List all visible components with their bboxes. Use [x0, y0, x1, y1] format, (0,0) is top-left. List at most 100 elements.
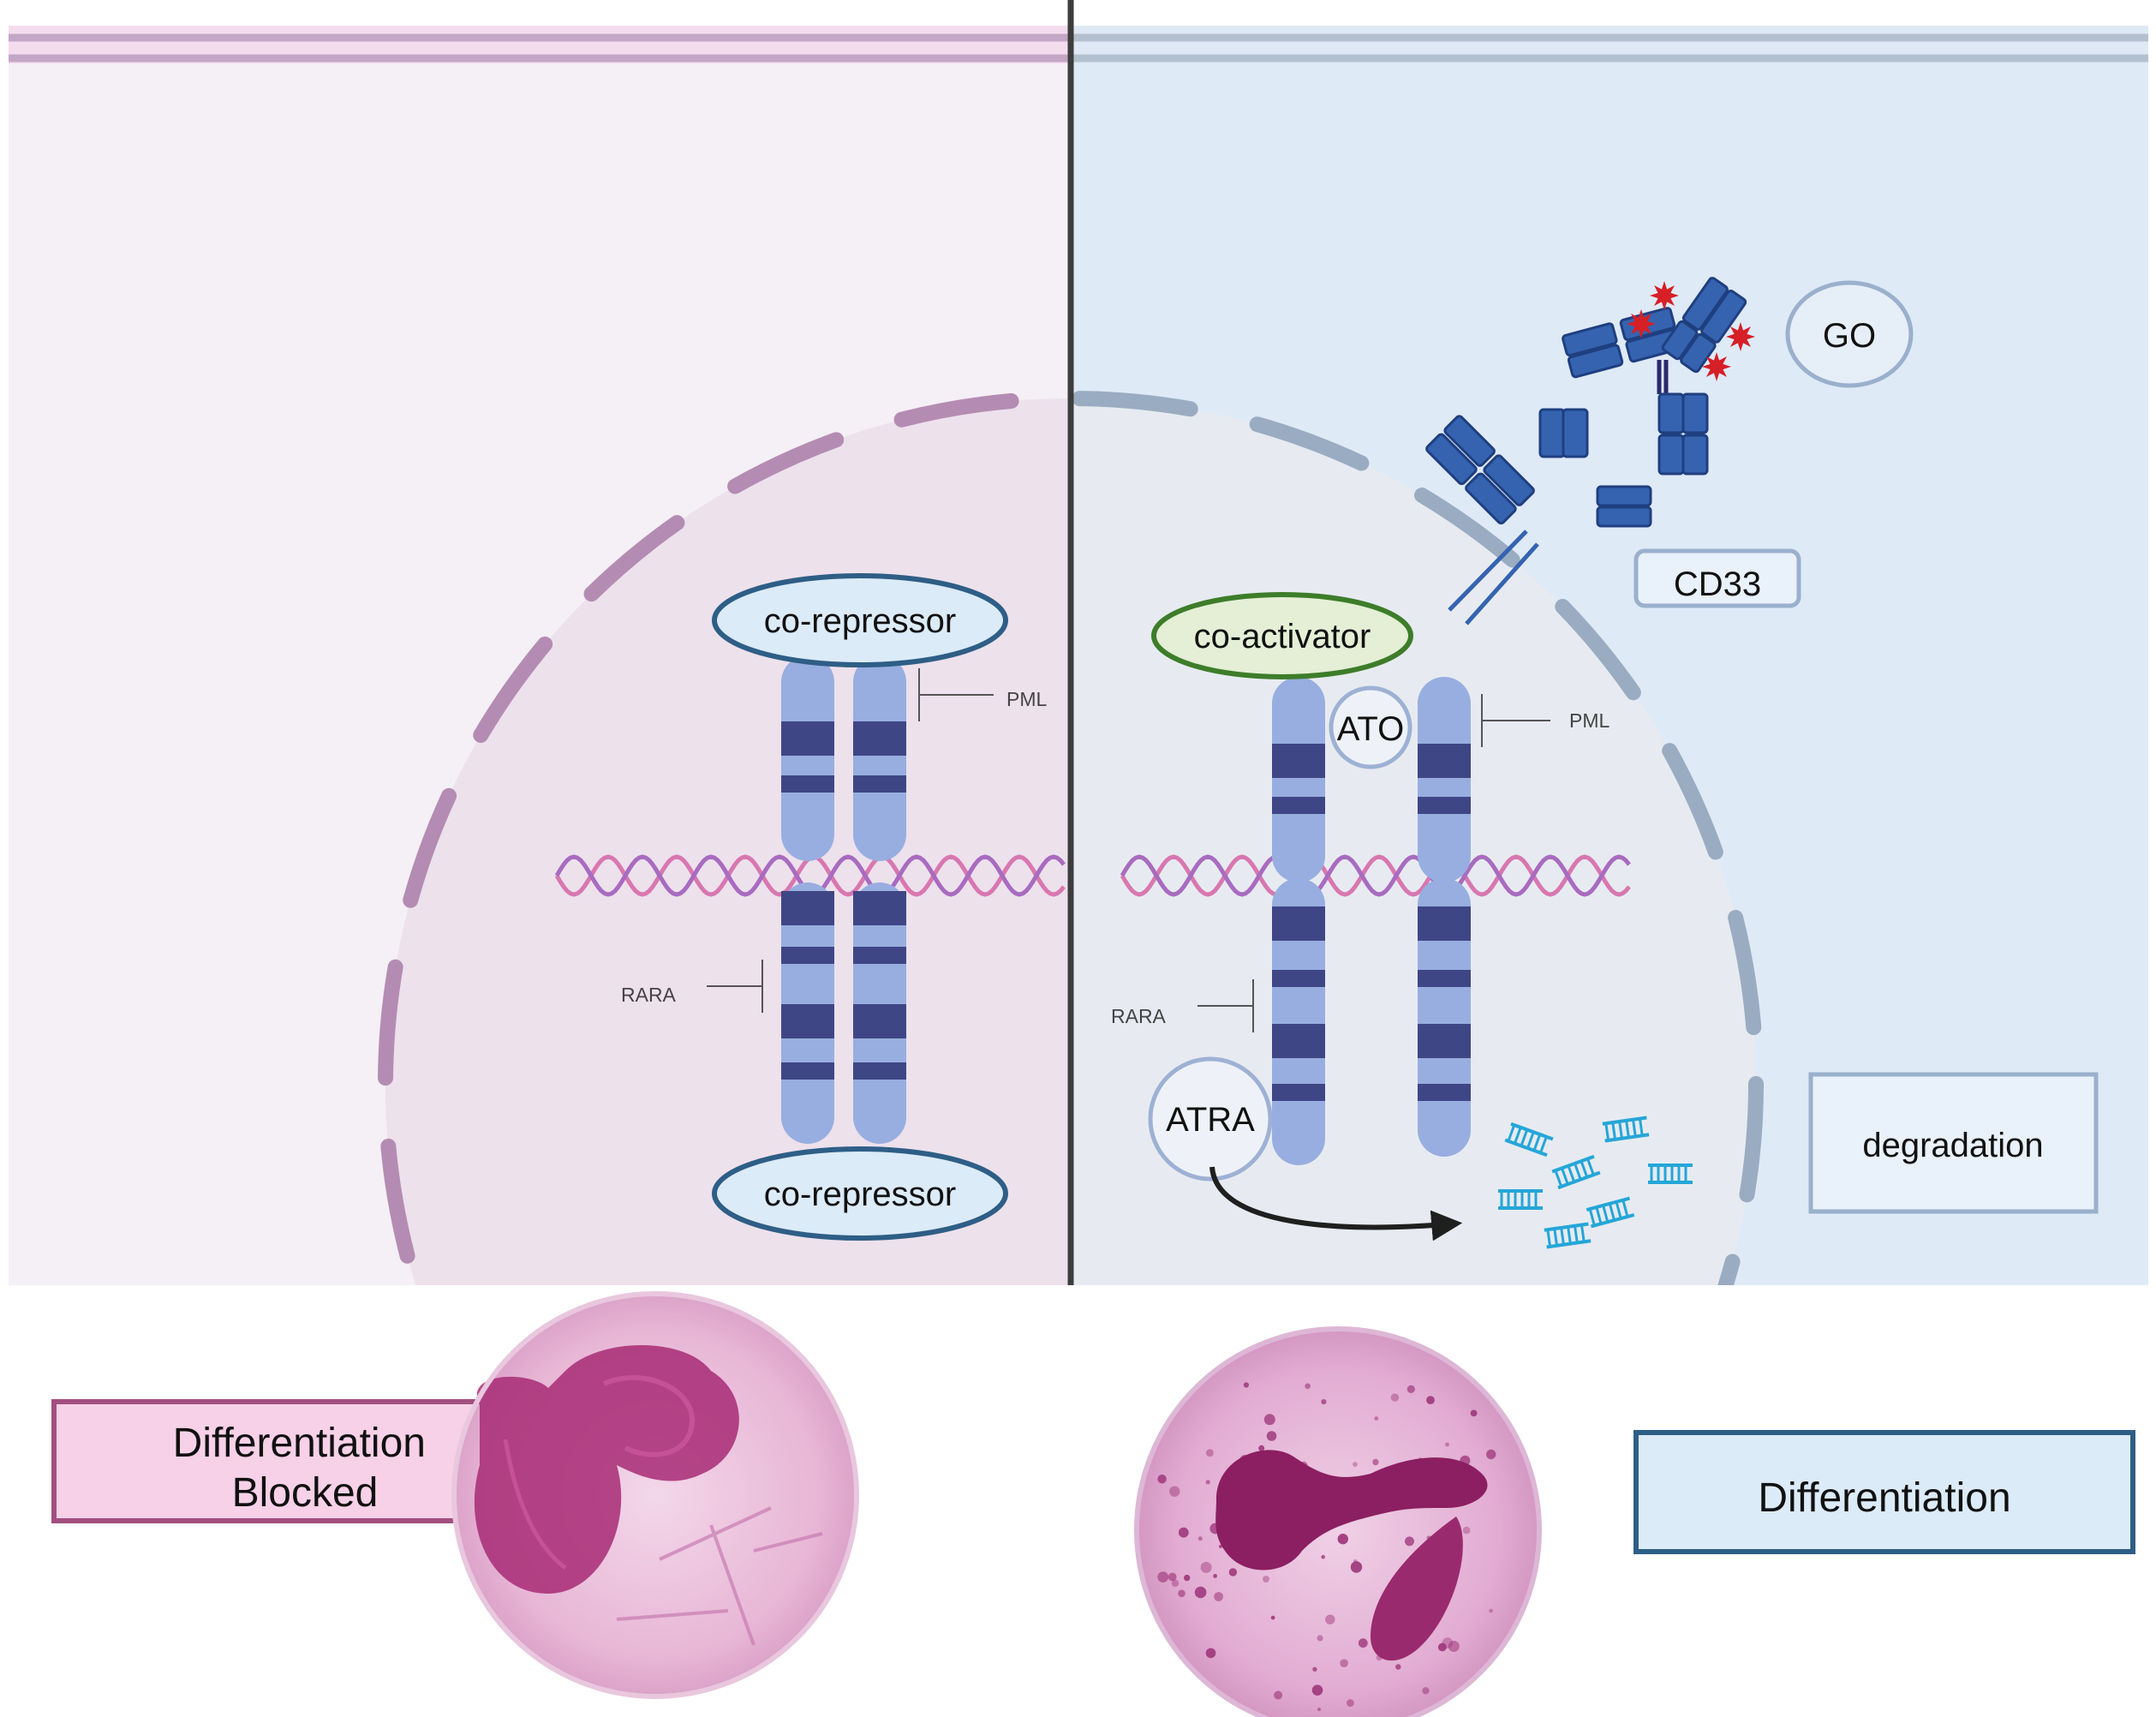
granule — [1437, 1642, 1447, 1652]
granule — [1258, 1445, 1265, 1451]
chromosome-band — [781, 775, 834, 793]
chromosome-band — [853, 891, 906, 925]
rna-fragment — [1648, 1164, 1693, 1184]
differentiated-cell-image — [1134, 1326, 1542, 1717]
differentiation-box: Differentiation — [1633, 1430, 2135, 1554]
granule — [1489, 1608, 1493, 1613]
granule — [1305, 1383, 1311, 1390]
granule — [1274, 1690, 1283, 1700]
chromosome-band — [853, 1004, 906, 1038]
left-chromosome-pair — [781, 655, 906, 1144]
chromosome-band — [1418, 1024, 1471, 1058]
ato-drug: ATO — [1329, 685, 1412, 769]
granule — [1214, 1592, 1223, 1601]
granule — [1205, 1480, 1210, 1485]
payload-star-icon — [1726, 322, 1755, 351]
granule — [1321, 1399, 1327, 1405]
dna-helix-right — [1120, 854, 1631, 897]
granule — [1448, 1641, 1460, 1652]
granule — [1197, 1536, 1203, 1541]
pml-label-right: PML — [1569, 709, 1610, 732]
rna-fragment — [1544, 1222, 1592, 1249]
granule — [1157, 1475, 1167, 1484]
granule — [1462, 1526, 1471, 1535]
chromosome-band — [1418, 906, 1471, 941]
granule — [1213, 1574, 1217, 1578]
degradation-box: degradation — [1808, 1072, 2099, 1214]
granule — [1205, 1449, 1214, 1457]
chromosome-band — [1418, 1084, 1471, 1101]
granule — [1422, 1687, 1430, 1695]
granule — [1317, 1635, 1323, 1642]
rna-fragment — [1504, 1122, 1554, 1158]
granule — [1406, 1385, 1415, 1393]
blocked-cell-image — [451, 1291, 859, 1699]
chromosome-band — [1272, 970, 1325, 987]
cd33-receptor — [1425, 408, 1652, 625]
granule — [1263, 1414, 1275, 1426]
granule — [1340, 1659, 1348, 1667]
granule — [1243, 1382, 1249, 1388]
granule — [1169, 1486, 1180, 1497]
co-activator: co-activator — [1151, 592, 1413, 679]
go-drug: GO — [1785, 280, 1914, 388]
cd33-label-box: CD33 — [1633, 548, 1801, 608]
chromosome-band — [853, 721, 906, 756]
chromosome — [853, 655, 906, 1144]
granule — [1395, 1664, 1401, 1670]
granule — [1312, 1666, 1317, 1672]
granule — [1317, 1708, 1321, 1712]
granule — [1157, 1571, 1169, 1582]
co-repressor-top-label: co-repressor — [764, 602, 957, 640]
granule — [1374, 1416, 1379, 1421]
rna-fragment — [1586, 1196, 1635, 1229]
granule — [1263, 1576, 1269, 1583]
granule — [1353, 1558, 1358, 1564]
rna-fragment — [1551, 1154, 1601, 1190]
chromosome-band — [1272, 744, 1325, 778]
granule — [1266, 1431, 1277, 1441]
chromosome-band — [1272, 1024, 1325, 1058]
granule — [1178, 1527, 1189, 1538]
chromosome-band — [1272, 797, 1325, 814]
granule — [1194, 1586, 1207, 1599]
payload-star-icon — [1702, 352, 1731, 381]
granule — [1270, 1615, 1275, 1620]
granule — [1184, 1574, 1191, 1582]
chromosome-band — [781, 891, 834, 925]
granule — [1168, 1572, 1177, 1582]
granule — [1200, 1561, 1212, 1573]
rara-label-left: RARA — [621, 984, 677, 1006]
chromosome-band — [781, 1004, 834, 1038]
granule — [1228, 1568, 1238, 1576]
differentiation-blocked-label: Differentiation Blocked — [173, 1421, 438, 1516]
payload-star-icon — [1627, 309, 1656, 338]
chromosome-band — [1272, 1084, 1325, 1101]
payload-star-icon — [1650, 281, 1679, 310]
granule — [1353, 1462, 1358, 1467]
co-repressor-bottom: co-repressor — [712, 1146, 1008, 1241]
go-label: GO — [1823, 317, 1876, 355]
chromosome-band — [853, 1062, 906, 1080]
granule — [1445, 1442, 1449, 1447]
granule — [1390, 1393, 1400, 1402]
chromosome — [781, 655, 834, 1144]
granule — [1337, 1534, 1349, 1545]
ato-label: ATO — [1337, 710, 1405, 748]
granule — [1470, 1409, 1478, 1417]
degradation-label: degradation — [1862, 1127, 2043, 1164]
rara-label-right: RARA — [1111, 1005, 1167, 1027]
granule — [1405, 1536, 1414, 1546]
granule — [1321, 1554, 1325, 1559]
chromosome — [1418, 677, 1471, 1157]
drug-payloads — [1627, 281, 1755, 381]
chromosome-band — [1418, 744, 1471, 778]
chromosome-band — [781, 721, 834, 756]
rna-fragment — [1602, 1116, 1650, 1143]
atra-drug: ATRA — [1148, 1056, 1273, 1182]
chromosome-band — [1418, 797, 1471, 814]
granule — [1325, 1614, 1335, 1624]
atra-label: ATRA — [1166, 1101, 1255, 1139]
granule — [1358, 1638, 1368, 1648]
